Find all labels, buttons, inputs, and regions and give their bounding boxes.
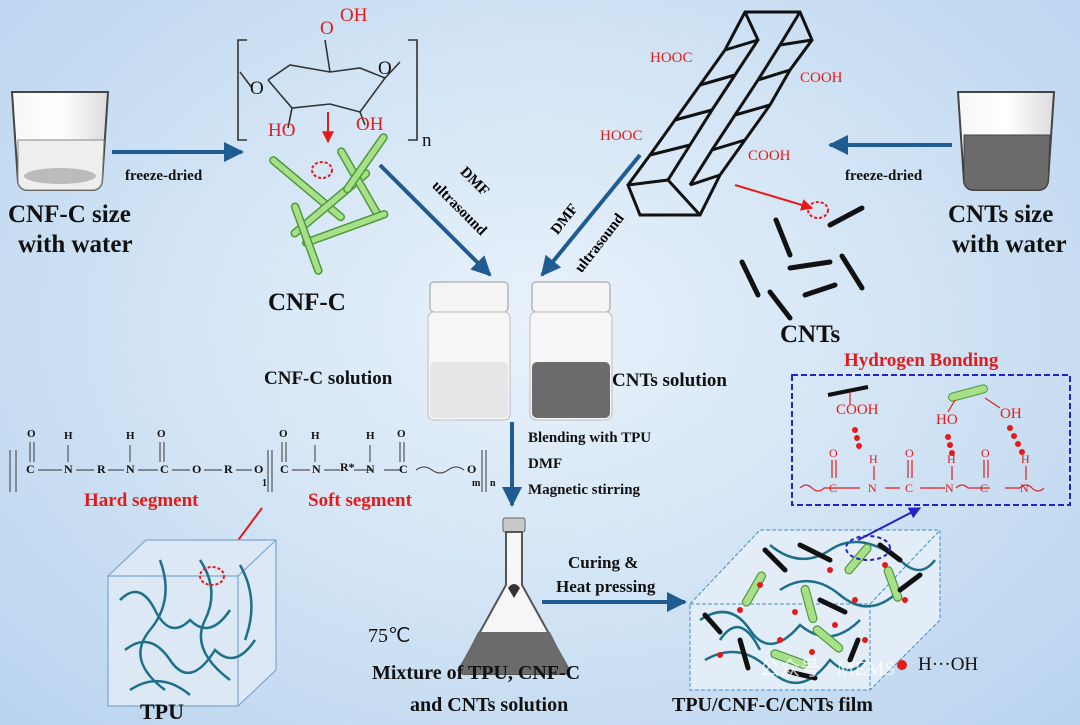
tpu-sub-m: m [472,478,481,489]
cellulose-ho-left: HO [268,120,296,141]
cnfc-fibers [269,133,389,275]
flask-icon [458,517,570,675]
curing-line-1: Curing & [568,553,639,572]
tpu-n-1: N [64,462,73,476]
cnt-sticks [739,205,865,321]
hbond-h-1: H [869,452,878,466]
film-structure [689,529,941,691]
cnt-hooc-1: HOOC [650,50,693,66]
tpu-o-1: O [27,428,36,440]
cnts-label: CNTs [780,321,841,348]
tpu-o-3: O [192,462,202,476]
film-label: TPU/CNF-C/CNTs film [672,694,873,716]
hbond-c-3: C [980,481,989,495]
hbond-oh: OH [1000,406,1022,422]
cellulose-ring-o: O [378,58,392,79]
tpu-sub-1: 1 [262,478,267,489]
cellulose-n-sub: n [422,130,432,151]
hbond-o-2: O [905,446,914,460]
blend-line-3: Magnetic stirring [528,482,641,498]
hydrogen-bonding-box [791,374,1071,506]
hbond-title: Hydrogen Bonding [844,350,999,371]
tpu-c-2: C [160,462,169,476]
tpu-sub-n: n [490,478,496,489]
tpu-c-1: C [26,462,35,476]
tpu-r-1: R [97,462,106,476]
right-beaker-icon [956,91,1056,191]
cellulose-oh-top: OH [340,5,368,26]
legend-dot [897,660,907,670]
hbond-c-2: C [905,481,914,495]
temperature-label: 75℃ [368,625,411,647]
cellulose-link-o: O [250,78,264,99]
tpu-c-4: C [399,462,408,476]
hbond-c-1: C [829,481,838,495]
hbond-n-3: N [1020,481,1029,495]
soft-segment-label: Soft segment [308,490,412,511]
hbond-o-1: O [829,446,838,460]
hard-segment-label: Hard segment [84,490,199,511]
cellulose-o-label: O [320,18,334,39]
tpu-h-4: H [366,430,375,442]
left-beaker-label-1: CNF-C size [8,201,131,228]
tpu-c-3: C [280,462,289,476]
right-beaker-label-1: CNTs size [948,201,1054,228]
tpu-h-1: H [64,430,73,442]
left-beaker-icon [10,91,110,191]
hbond-cooh: COOH [836,402,879,418]
tpu-chain [9,442,487,492]
mixture-line-2: and CNTs solution [410,694,569,716]
cnt-hooc-2: HOOC [600,128,643,144]
tpu-rstar: R* [340,460,355,474]
cellulose-oh-right: OH [356,114,384,135]
cnts-vial-icon [529,281,613,421]
mixture-line-1: Mixture of TPU, CNF-C [372,662,581,684]
cnts-solution-label: CNTs solution [612,370,727,391]
tpu-n-2: N [126,462,135,476]
hbond-o-3: O [981,446,990,460]
right-freeze-label: freeze-dried [845,168,923,184]
cnt-cooh-1: COOH [800,70,843,86]
legend-label: H···OH [918,654,979,675]
tpu-o-7: O [467,462,477,476]
cnt-tube-structure [626,10,814,217]
cnt-cooh-2: COOH [748,148,791,164]
left-freeze-label: freeze-dried [125,168,203,184]
tpu-h-3: H [311,430,320,442]
curing-line-2: Heat pressing [556,577,656,596]
tpu-n-3: N [312,462,321,476]
cnfc-solution-label: CNF-C solution [264,368,393,389]
tpu-h-2: H [126,430,135,442]
tpu-r-2: R [224,462,233,476]
blend-line-1: Blending with TPU [528,430,652,446]
hbond-n-1: N [868,481,877,495]
tpu-label: TPU [140,699,184,724]
cnfc-label: CNF-C [268,289,346,316]
blend-line-2: DMF [528,456,563,472]
cellulose-structure [237,39,418,141]
hbond-h-2: H [947,452,956,466]
tpu-o-2: O [157,428,166,440]
cnfc-vial-icon [427,281,511,421]
tpu-o-4: O [254,462,264,476]
watermark: 公众号 · MEMS [760,658,896,680]
left-beaker-label-2: with water [18,231,133,258]
right-beaker-label-2: with water [952,231,1067,258]
hbond-n-2: N [945,481,954,495]
hbond-ho: HO [936,412,958,428]
tpu-cube-icon [107,539,277,707]
tpu-o-5: O [279,428,288,440]
hbond-h-3: H [1021,452,1030,466]
tpu-o-6: O [397,428,406,440]
tpu-n-4: N [366,462,375,476]
